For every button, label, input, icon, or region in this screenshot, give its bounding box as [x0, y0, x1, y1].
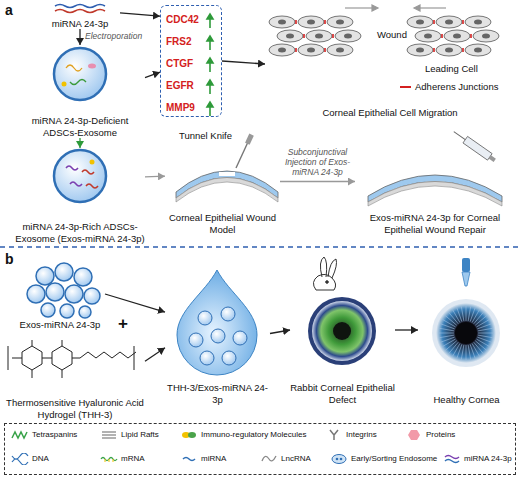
node-text: FRS2 [166, 36, 192, 48]
legend-item: Lipid Rafts [100, 429, 159, 441]
arrow-connector [395, 329, 418, 330]
legend-item: Early/Sorting Endosome [330, 453, 437, 465]
node-text: miRNA 24-3p-Rich ADSCs-Exosome (Exos-miR… [15, 221, 145, 244]
legend-icon [11, 429, 29, 441]
node-text: Thermosensitive Hyaluronic Acid Hydrogel… [5, 397, 145, 420]
hydrogel-drop: THH-3/Exos-miRNA 24-3p [165, 262, 270, 405]
panel-letter: a [5, 2, 13, 18]
node-text: Tunnel Knife [179, 130, 232, 141]
legend-icon [443, 453, 461, 465]
arrow-connector [145, 72, 160, 77]
hydrogel-structure: Thermosensitive Hyaluronic Acid Hydrogel… [5, 336, 145, 420]
legend-item: miRNA 24-3p [443, 453, 512, 465]
legend-item: Tetraspanins [11, 429, 77, 441]
healthy-eye: Healthy Cornea [418, 255, 515, 405]
rabbit-eye: Rabbit Corneal Epithelial Defect [290, 255, 395, 405]
arrow-connector [79, 29, 80, 45]
node-text: Exos-miRNA 24-3p [15, 319, 105, 330]
edge-label: Subconjunctival Injection of Exos-miRNA … [282, 148, 354, 177]
arrow-connector [79, 138, 80, 148]
legend-item: Proteins [405, 429, 455, 441]
legend-icon [180, 429, 198, 441]
legend-text: Early/Sorting Endosome [351, 455, 437, 464]
legend-icon [405, 429, 423, 441]
legend-icon [260, 453, 278, 465]
plus-sign: + [118, 314, 128, 334]
legend-text: miRNA [201, 455, 226, 464]
node-text: Healthy Cornea [418, 394, 515, 405]
legend-text: Integrins [346, 431, 377, 440]
edge-label: Electroporation [85, 32, 142, 42]
arrow-connector [222, 61, 265, 64]
legend-item: Immuno-regulatory Molecules [180, 429, 306, 441]
node-text: Corneal Epithelial Cell Migration [265, 107, 515, 118]
cell-migration-panel: WoundLeading CellAdherens JunctionsCorne… [265, 3, 515, 125]
legend-item: mRNA [100, 453, 145, 465]
arrow-connector [270, 330, 290, 334]
legend-icon [100, 453, 118, 465]
mirna-label: miRNA 24-3p [40, 2, 120, 29]
legend-item: miRNA [180, 453, 226, 465]
legend-text: miRNA 24-3p [464, 455, 512, 464]
exosome-cluster: Exos-miRNA 24-3p [15, 258, 105, 330]
node-text: Adherens Junctions [415, 81, 498, 92]
legend-box: Tetraspanins Lipid Rafts Immuno-regulatory… [4, 423, 516, 475]
node-text: Leading Cell [425, 63, 478, 74]
gene-box: CDC42FRS2CTGF EGFR MMP9 [160, 5, 222, 117]
legend-text: Immuno-regulatory Molecules [201, 431, 306, 440]
node-text: Wound [377, 29, 407, 40]
wound-repair-panel: Exos-miRNA 24-3p for Corneal Epithelial … [355, 128, 515, 235]
legend-icon [330, 453, 348, 465]
arrow-connector [145, 175, 165, 177]
node-text: miRNA 24-3p-Deficient ADSCs-Exosome [15, 115, 145, 138]
legend-text: Tetraspanins [32, 431, 77, 440]
legend-item: Integrins [325, 429, 377, 441]
arrow-connector [280, 181, 355, 182]
node-text: CTGF [166, 58, 193, 70]
legend-text: mRNA [121, 455, 145, 464]
node-text: THH-3/Exos-miRNA 24-3p [165, 382, 270, 405]
legend-text: Proteins [426, 431, 455, 440]
panel-letter: b [5, 251, 14, 267]
legend-icon [325, 429, 343, 441]
node-text: Rabbit Corneal Epithelial Defect [290, 382, 395, 405]
arrow-connector [145, 348, 165, 361]
legend-text: DNA [32, 455, 49, 464]
arrow-connector [105, 294, 165, 312]
legend-icon [11, 453, 29, 465]
legend-icon [100, 429, 118, 441]
legend-item: LncRNA [260, 453, 311, 465]
node-text: Exos-miRNA 24-3p for Corneal Epithelial … [355, 212, 515, 235]
wound-model-panel: Tunnel KnifeCorneal Epithelial Wound Mod… [165, 128, 280, 235]
legend-item: DNA [11, 453, 49, 465]
node-text: Corneal Epithelial Wound Model [165, 212, 280, 235]
exosome-node: miRNA 24-3p-Rich ADSCs-Exosome (Exos-miR… [15, 148, 145, 244]
arrow-connector [120, 13, 160, 16]
legend-text: LncRNA [281, 455, 311, 464]
node-text: miRNA 24-3p [40, 18, 120, 29]
node-text: CDC42 [166, 14, 199, 26]
exosome-node: miRNA 24-3p-Deficient ADSCs-Exosome [15, 45, 145, 138]
node-text: MMP9 [166, 102, 195, 114]
legend-text: Lipid Rafts [121, 431, 159, 440]
legend-icon [180, 453, 198, 465]
node-text: EGFR [166, 80, 194, 92]
